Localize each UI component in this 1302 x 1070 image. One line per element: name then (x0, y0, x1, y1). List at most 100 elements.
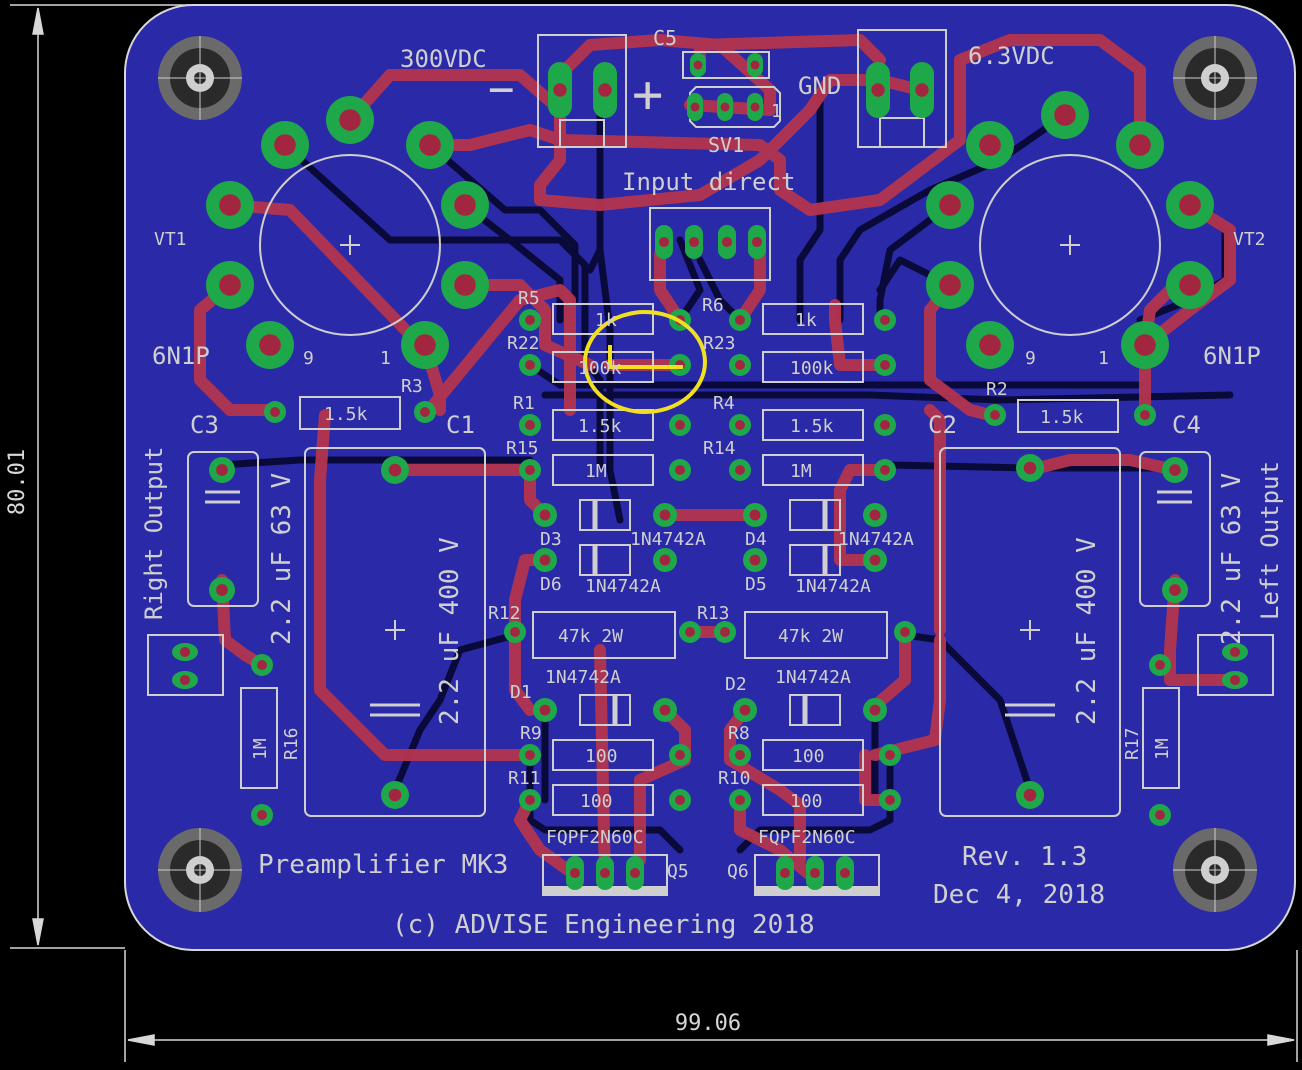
pad-drill (750, 60, 760, 70)
right-output-connector-outline (147, 634, 224, 696)
pad-drill (219, 194, 241, 216)
pad-drill (675, 750, 685, 760)
pad-drill (179, 674, 191, 686)
pad-drill (539, 704, 551, 716)
pad-drill (658, 236, 670, 248)
pad-drill (274, 134, 296, 156)
pad-drill (270, 407, 280, 417)
mounting-holes (158, 36, 1257, 912)
pad-drill (885, 795, 895, 805)
width-dimension-label: 99.06 (675, 1011, 741, 1036)
sv1-outline (689, 86, 781, 128)
pad-drill (1179, 194, 1201, 216)
mounting-hole-bottom-left (158, 828, 242, 912)
r13-ref: R13 (697, 603, 730, 624)
pad-drill (659, 704, 671, 716)
pad-drill (880, 360, 890, 370)
r13-value: 47k 2W (778, 626, 843, 647)
pad-drill (219, 274, 241, 296)
silkscreen-outlines (147, 29, 1274, 896)
pad-drill (979, 134, 1001, 156)
r9-value: 100 (585, 746, 618, 767)
pad-drill (510, 627, 520, 637)
pad-drill (721, 236, 733, 248)
highlight-mark (608, 345, 683, 369)
r4-value: 1.5k (790, 416, 834, 437)
pad-drill (414, 334, 436, 356)
pad-drill (1129, 134, 1151, 156)
r12-ref: R12 (488, 603, 521, 624)
r10-value: 100 (790, 791, 823, 812)
r23-ref: R23 (703, 333, 736, 354)
pad-drill (1023, 788, 1037, 802)
c2-outline (939, 447, 1121, 817)
pad-drill (675, 420, 685, 430)
c4-value: 2.2 uF 63 V (1217, 473, 1247, 645)
c1-outline (304, 447, 486, 817)
d1-ref: D1 (510, 682, 532, 703)
pad-drill (675, 465, 685, 475)
pad-drill (735, 750, 745, 760)
r1-ref: R1 (513, 393, 535, 414)
c5-label: C5 (653, 26, 677, 50)
pad-drill (693, 60, 703, 70)
vt1-pin9: 9 (303, 348, 314, 369)
pad-drill (749, 509, 761, 521)
pad-drill (900, 627, 910, 637)
c1-value: 2.2 uF 400 V (435, 537, 465, 725)
right-output-label: Right Output (140, 447, 168, 620)
pad-drill (1155, 660, 1165, 670)
pad-drill (880, 315, 890, 325)
pad-drill (598, 83, 612, 97)
pads (172, 53, 1248, 890)
r14-ref: R14 (703, 438, 736, 459)
pad-drill (454, 274, 476, 296)
mounting-hole-top-left (158, 36, 242, 120)
pad-drill (869, 509, 881, 521)
pad-drill (885, 750, 895, 760)
pad-drill (525, 465, 535, 475)
pad-drill (659, 554, 671, 566)
r5-ref: R5 (518, 288, 540, 309)
r22-value: 100k (578, 358, 622, 379)
c4-outline (1139, 451, 1211, 607)
pad-drill (1134, 334, 1156, 356)
pad-drill (690, 102, 700, 112)
height-dimension-label: 80.01 (5, 449, 30, 515)
pad-drill (1054, 104, 1076, 126)
d3-value: 1N4742A (630, 529, 706, 550)
hv-plus-label: + (632, 65, 663, 125)
pad-drill (216, 464, 228, 476)
pad-drill (871, 83, 885, 97)
pad-drill (751, 236, 763, 248)
pad-drill (990, 410, 1000, 420)
pad-drill (525, 420, 535, 430)
pad-drill (525, 750, 535, 760)
pad-drill (739, 704, 751, 716)
pad-drill (1179, 274, 1201, 296)
mounting-hole-top-right (1173, 36, 1257, 120)
pad-drill (779, 867, 791, 879)
pad-drill (839, 867, 851, 879)
pad-drill (685, 627, 695, 637)
pad-drill (1229, 674, 1241, 686)
r5-value: 1k (595, 310, 617, 331)
pad-drill (257, 810, 267, 820)
r8-ref: R8 (728, 723, 750, 744)
pad-drill (688, 236, 700, 248)
pad-drill (539, 554, 551, 566)
highlight-annotation (583, 310, 707, 414)
sv1-label: SV1 (708, 133, 744, 157)
vt2-ref: VT2 (1233, 229, 1266, 250)
r11-value: 100 (580, 791, 613, 812)
r9-ref: R9 (520, 723, 542, 744)
pad-drill (420, 407, 430, 417)
pad-drill (939, 274, 961, 296)
r15-value: 1M (585, 461, 607, 482)
c2-value: 2.2 uF 400 V (1072, 537, 1102, 725)
pad-drill (525, 360, 535, 370)
pad-drill (388, 788, 402, 802)
input-direct-label: Input direct (622, 168, 795, 196)
pad-drill (880, 465, 890, 475)
